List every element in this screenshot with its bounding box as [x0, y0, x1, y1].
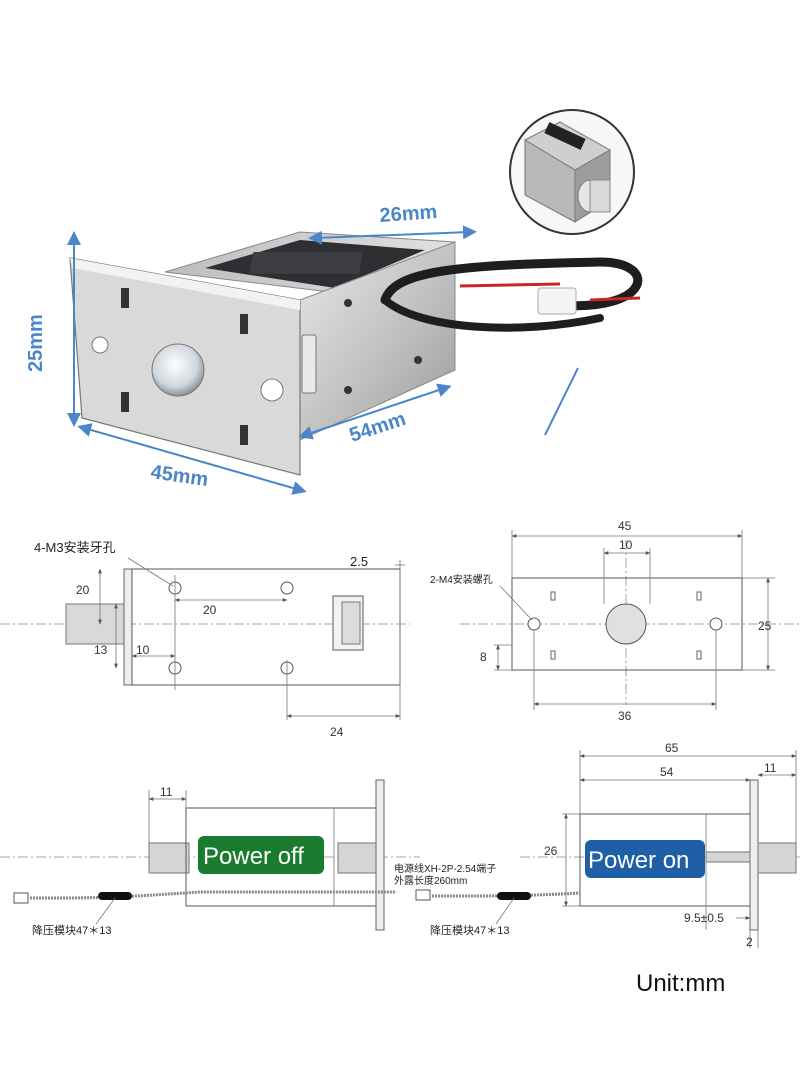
dim-13: 13	[94, 643, 108, 657]
power-off-badge: Power off	[203, 843, 304, 870]
product-photo: 26mm 25mm 45mm 54mm	[25, 201, 643, 495]
dim-25: 25	[758, 619, 772, 633]
power-on-drawing: 65 54 11 26 Power on 9.5±0.5 2 降压模块47＊13	[415, 741, 800, 949]
label-4-m3-holes: 4-M3安装牙孔	[34, 540, 116, 555]
dim-26: 26	[544, 844, 558, 858]
module-label-on: 降压模块47＊13	[430, 923, 509, 937]
dim-8: 8	[480, 650, 487, 664]
dim-11-off: 11	[160, 785, 173, 799]
wire-label-2: 外露长度260mm	[394, 874, 467, 887]
length-arrow	[298, 383, 452, 440]
dim-20-vertical: 20	[76, 583, 90, 597]
plunger-inset	[509, 109, 635, 235]
module-label-off: 降压模块47＊13	[32, 923, 111, 937]
dim-2: 2	[746, 935, 753, 949]
power-off-badge-bg	[198, 836, 324, 874]
width-arrow	[308, 225, 477, 245]
label-2-m4-holes: 2-M4安装螺孔	[430, 573, 493, 586]
dim-54: 54	[660, 765, 674, 779]
dim-20-horizontal: 20	[203, 603, 217, 617]
power-on-badge-bg	[585, 840, 705, 878]
dim-10: 10	[136, 643, 150, 657]
dim-width: 26mm	[379, 201, 438, 227]
plate-arrow	[77, 423, 307, 495]
dim-24: 24	[330, 725, 344, 739]
dim-11-on: 11	[764, 761, 777, 775]
unit-label: Unit:mm	[636, 970, 726, 997]
dim-65: 65	[665, 741, 679, 755]
dim-10-front: 10	[619, 538, 633, 552]
power-off-drawing: 11 Power off 电源线XH-2P-2.54端子 外露长度260mm 降…	[0, 779, 496, 937]
dim-9-5: 9.5±0.5	[684, 911, 724, 925]
dim-45: 45	[618, 519, 632, 533]
power-on-badge: Power on	[588, 847, 689, 874]
side-view-drawing: 4-M3安装牙孔 2.5 20 20 13 10 24	[0, 540, 410, 739]
dim-height: 25mm	[25, 314, 47, 372]
front-view-drawing: 45 10 2-M4安装螺孔 25 8 36	[430, 519, 800, 723]
dim-2-5: 2.5	[350, 554, 368, 569]
dim-plate: 45mm	[149, 461, 209, 491]
dim-36: 36	[618, 709, 632, 723]
wire-label-1: 电源线XH-2P-2.54端子	[394, 862, 496, 875]
